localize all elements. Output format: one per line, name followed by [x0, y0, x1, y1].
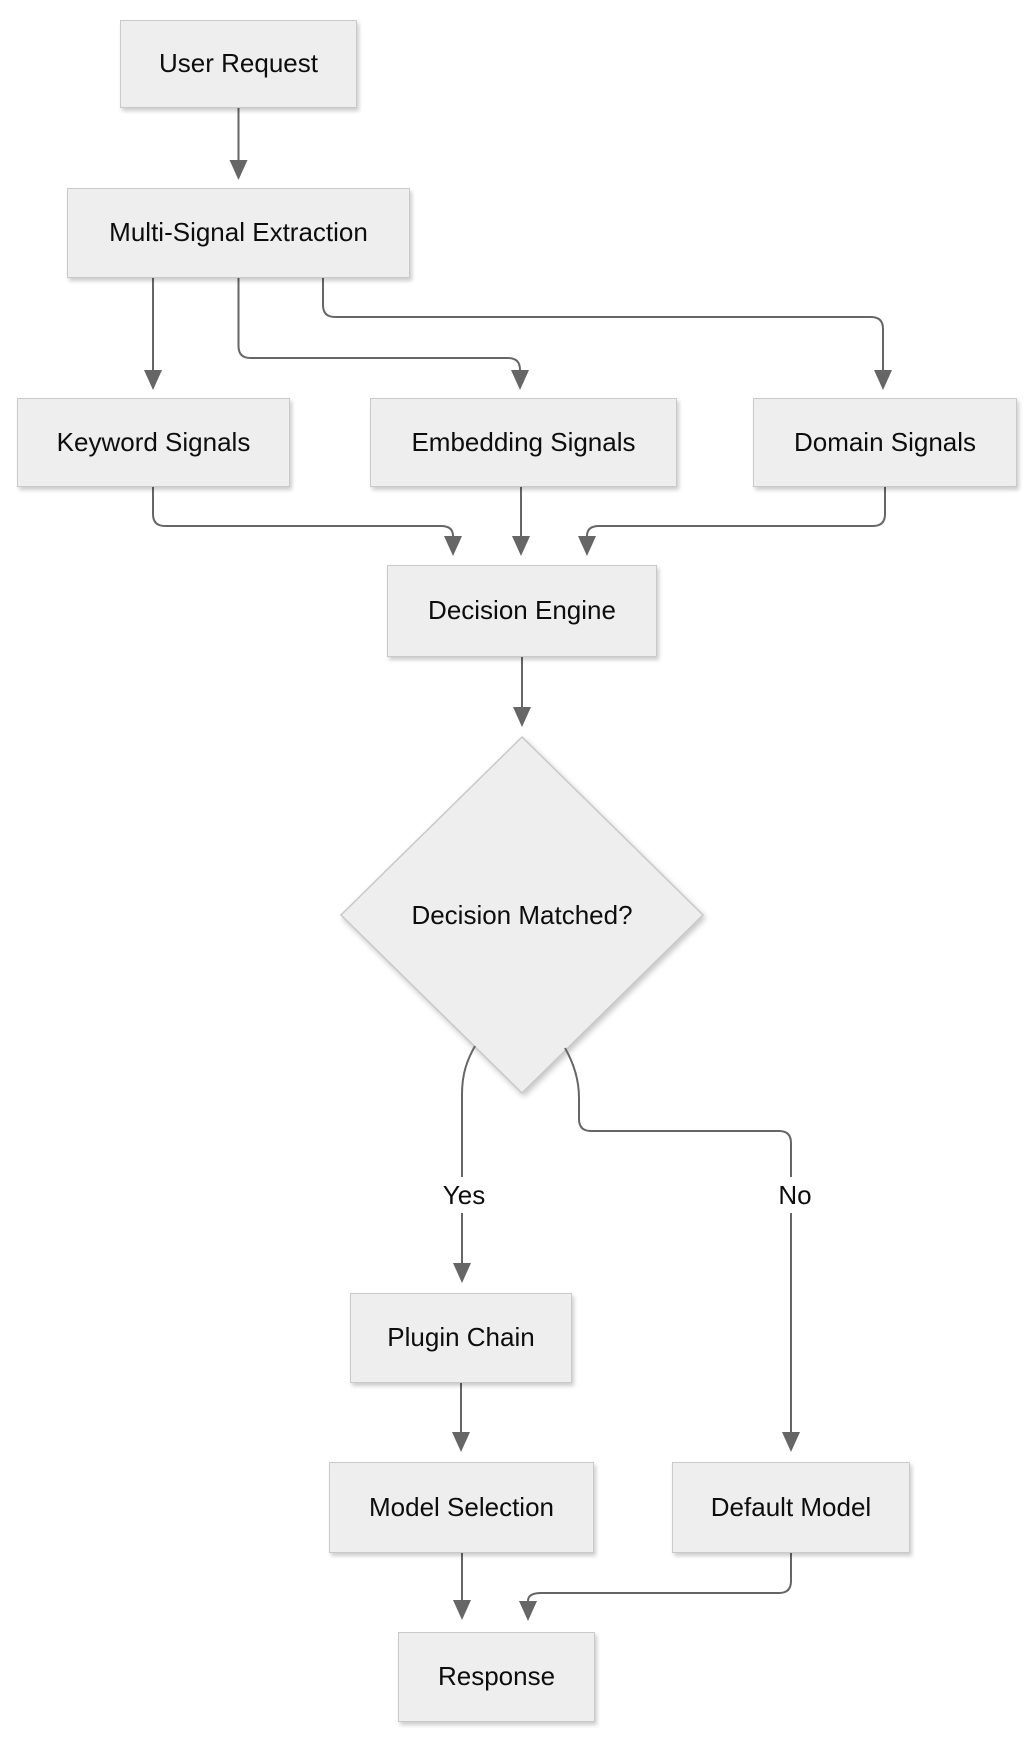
node-decision-engine: Decision Engine	[387, 565, 657, 657]
arrowhead-response-left	[453, 1600, 471, 1620]
arrowhead-engine-right	[578, 536, 596, 556]
node-multi-signal-extraction: Multi-Signal Extraction	[67, 188, 410, 278]
edge-decision-yes-to-plugin	[461, 1045, 476, 1263]
arrowhead-embedding	[511, 370, 529, 390]
arrowhead-default-model	[782, 1432, 800, 1452]
edge-label-no: No	[760, 1177, 830, 1213]
arrowhead-response-right	[519, 1601, 537, 1621]
edge-extraction-to-embedding	[237, 278, 521, 371]
edge-label-yes: Yes	[425, 1177, 503, 1213]
edge-default-to-response	[527, 1553, 792, 1602]
arrowhead-domain	[874, 370, 892, 390]
node-plugin-chain: Plugin Chain	[350, 1293, 572, 1383]
edge-domain-to-engine	[586, 487, 886, 537]
node-user-request: User Request	[120, 20, 357, 108]
edge-extraction-to-domain	[322, 278, 884, 370]
node-response: Response	[398, 1632, 595, 1722]
arrowhead-engine-left	[444, 536, 462, 556]
node-domain-signals: Domain Signals	[753, 398, 1017, 487]
edge-decision-no-to-default	[564, 1047, 792, 1432]
node-default-model: Default Model	[672, 1462, 910, 1553]
arrowhead-model-selection	[452, 1432, 470, 1452]
node-model-selection: Model Selection	[329, 1462, 594, 1553]
arrowhead-keyword	[144, 370, 162, 390]
node-embedding-signals: Embedding Signals	[370, 398, 677, 487]
edge-keyword-to-engine	[152, 487, 454, 537]
node-keyword-signals: Keyword Signals	[17, 398, 290, 487]
arrowhead-plugin	[453, 1263, 471, 1283]
arrowhead-engine-mid	[512, 536, 530, 556]
arrowhead-extraction	[229, 160, 248, 180]
node-decision-matched-shape	[339, 735, 705, 1095]
node-decision-matched-label: Decision Matched?	[411, 899, 633, 930]
arrowhead-decision	[513, 707, 531, 727]
